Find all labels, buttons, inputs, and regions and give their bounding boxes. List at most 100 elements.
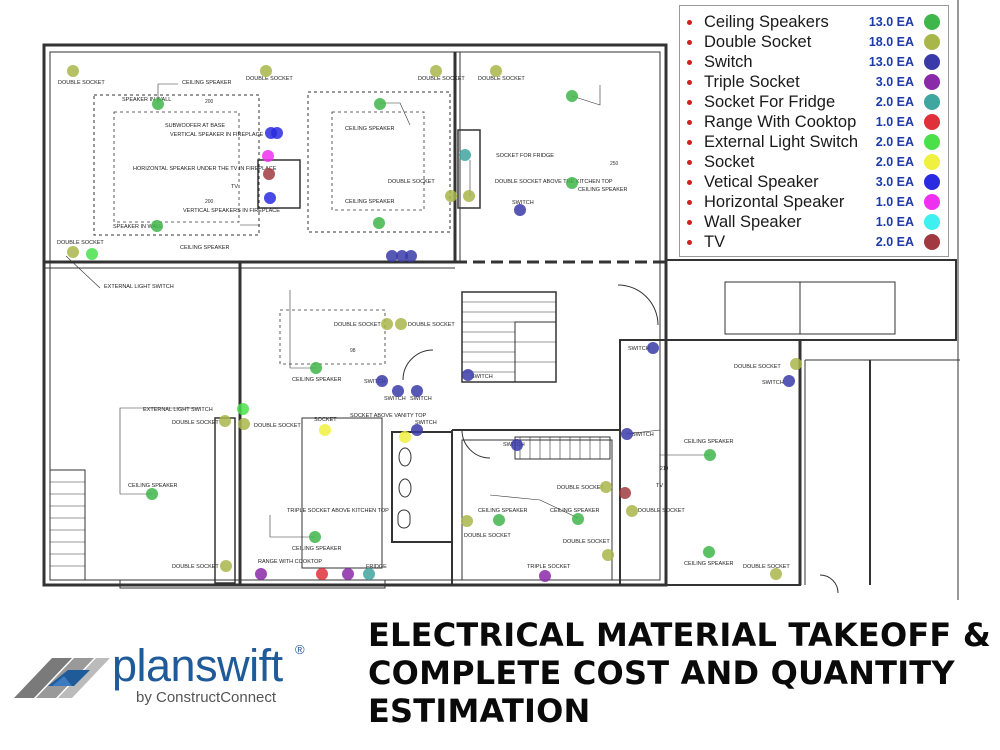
label-double-socket: DOUBLE SOCKET <box>57 240 104 246</box>
marker-tv[interactable] <box>619 487 631 499</box>
label-double-socket: DOUBLE SOCKET <box>388 179 435 185</box>
legend-color-swatch <box>924 54 940 70</box>
label-double-socket: DOUBLE SOCKET <box>464 533 511 539</box>
marker-external-light-switch[interactable] <box>237 403 249 415</box>
marker-ceiling-speaker[interactable] <box>493 514 505 526</box>
legend-color-swatch <box>924 194 940 210</box>
marker-double-socket[interactable] <box>445 190 457 202</box>
marker-triple-socket[interactable] <box>539 570 551 582</box>
legend-item-quantity: 2.0 EA <box>875 135 914 149</box>
legend-item-quantity: 1.0 EA <box>875 115 914 129</box>
marker-double-socket[interactable] <box>463 190 475 202</box>
marker-double-socket[interactable] <box>260 65 272 77</box>
marker-double-socket[interactable] <box>220 560 232 572</box>
legend-color-swatch <box>924 74 940 90</box>
marker-ceiling-speaker[interactable] <box>146 488 158 500</box>
marker-switch[interactable] <box>411 424 423 436</box>
marker-switch[interactable] <box>376 375 388 387</box>
marker-socket-for-fridge[interactable] <box>459 149 471 161</box>
marker-ceiling-speaker[interactable] <box>566 177 578 189</box>
marker-double-socket[interactable] <box>602 549 614 561</box>
marker-switch[interactable] <box>405 250 417 262</box>
bullet-icon <box>687 180 692 185</box>
label-double-socket: DOUBLE SOCKET <box>638 508 685 514</box>
marker-external-light-switch[interactable] <box>86 248 98 260</box>
marker-ceiling-speaker[interactable] <box>309 531 321 543</box>
marker-horizontal-speaker[interactable] <box>262 150 274 162</box>
legend-item-quantity: 13.0 EA <box>868 55 914 69</box>
label-ceiling-speaker: CEILING SPEAKER <box>292 546 342 552</box>
bullet-icon <box>687 220 692 225</box>
label-switch: SWITCH <box>512 200 534 206</box>
label-switch: SWITCH <box>762 380 784 386</box>
marker-double-socket[interactable] <box>381 318 393 330</box>
marker-ceiling-speaker[interactable] <box>572 513 584 525</box>
marker-socket-for-fridge[interactable] <box>363 568 375 580</box>
label-vertical-speaker: VERTICAL SPEAKER IN FIREPLACE <box>170 132 264 138</box>
marker-double-socket[interactable] <box>67 246 79 258</box>
label-double-socket: DOUBLE SOCKET <box>334 322 381 328</box>
marker-vertical-speaker[interactable] <box>271 127 283 139</box>
markers <box>67 65 802 582</box>
marker-ceiling-speaker[interactable] <box>566 90 578 102</box>
title-line-3: ESTIMATION <box>368 692 591 730</box>
label-ceiling-speaker: CEILING SPEAKER <box>345 126 395 132</box>
marker-switch[interactable] <box>411 385 423 397</box>
marker-triple-socket[interactable] <box>255 568 267 580</box>
title-line-1: ELECTRICAL MATERIAL TAKEOFF & <box>368 616 991 654</box>
marker-switch[interactable] <box>462 369 474 381</box>
marker-double-socket[interactable] <box>490 65 502 77</box>
legend-item-name: Socket For Fridge <box>704 93 836 111</box>
marker-double-socket[interactable] <box>790 358 802 370</box>
marker-double-socket[interactable] <box>238 418 250 430</box>
bullet-icon <box>687 200 692 205</box>
marker-double-socket[interactable] <box>461 515 473 527</box>
marker-triple-socket[interactable] <box>342 568 354 580</box>
marker-ceiling-speaker[interactable] <box>151 220 163 232</box>
marker-switch[interactable] <box>514 204 526 216</box>
marker-socket[interactable] <box>319 424 331 436</box>
marker-switch[interactable] <box>511 439 523 451</box>
legend-item-name: Double Socket <box>704 33 812 51</box>
marker-switch[interactable] <box>392 385 404 397</box>
label-socket-vanity: SOCKET ABOVE VANITY TOP <box>350 413 427 419</box>
dim-label: 200 <box>205 199 214 205</box>
marker-double-socket[interactable] <box>430 65 442 77</box>
marker-switch[interactable] <box>621 428 633 440</box>
marker-ceiling-speaker[interactable] <box>703 546 715 558</box>
marker-range-cooktop[interactable] <box>316 568 328 580</box>
marker-double-socket[interactable] <box>600 481 612 493</box>
legend-item-quantity: 1.0 EA <box>875 195 914 209</box>
logo-word: planswift <box>112 640 283 691</box>
label-switch: SWITCH <box>632 432 654 438</box>
marker-ceiling-speaker[interactable] <box>152 98 164 110</box>
bullet-icon <box>687 240 692 245</box>
marker-switch[interactable] <box>647 342 659 354</box>
marker-vertical-speaker[interactable] <box>264 192 276 204</box>
marker-double-socket[interactable] <box>395 318 407 330</box>
marker-double-socket[interactable] <box>219 415 231 427</box>
marker-ceiling-speaker[interactable] <box>374 98 386 110</box>
legend-row: Range With Cooktop 1.0 EA <box>680 112 948 132</box>
marker-double-socket[interactable] <box>770 568 782 580</box>
legend-item-name: Ceiling Speakers <box>704 13 829 31</box>
marker-switch[interactable] <box>783 375 795 387</box>
label-horizontal-speaker: HORIZONTAL SPEAKER UNDER THE TV IN FIREP… <box>133 166 277 172</box>
plan-labels: DOUBLE SOCKET DOUBLE SOCKET DOUBLE SOCKE… <box>57 76 790 570</box>
marker-socket[interactable] <box>399 431 411 443</box>
marker-double-socket[interactable] <box>626 505 638 517</box>
marker-tv[interactable] <box>263 168 275 180</box>
marker-switch[interactable] <box>396 250 408 262</box>
label-ceiling-speaker: CEILING SPEAKER <box>578 187 628 193</box>
marker-ceiling-speaker[interactable] <box>310 362 322 374</box>
label-range-cooktop: RANGE WITH COOKTOP <box>258 559 322 565</box>
label-ceiling-speaker: CEILING SPEAKER <box>550 508 600 514</box>
legend-item-name: Range With Cooktop <box>704 113 857 131</box>
marker-ceiling-speaker[interactable] <box>373 217 385 229</box>
marker-double-socket[interactable] <box>67 65 79 77</box>
marker-switch[interactable] <box>386 250 398 262</box>
marker-ceiling-speaker[interactable] <box>704 449 716 461</box>
